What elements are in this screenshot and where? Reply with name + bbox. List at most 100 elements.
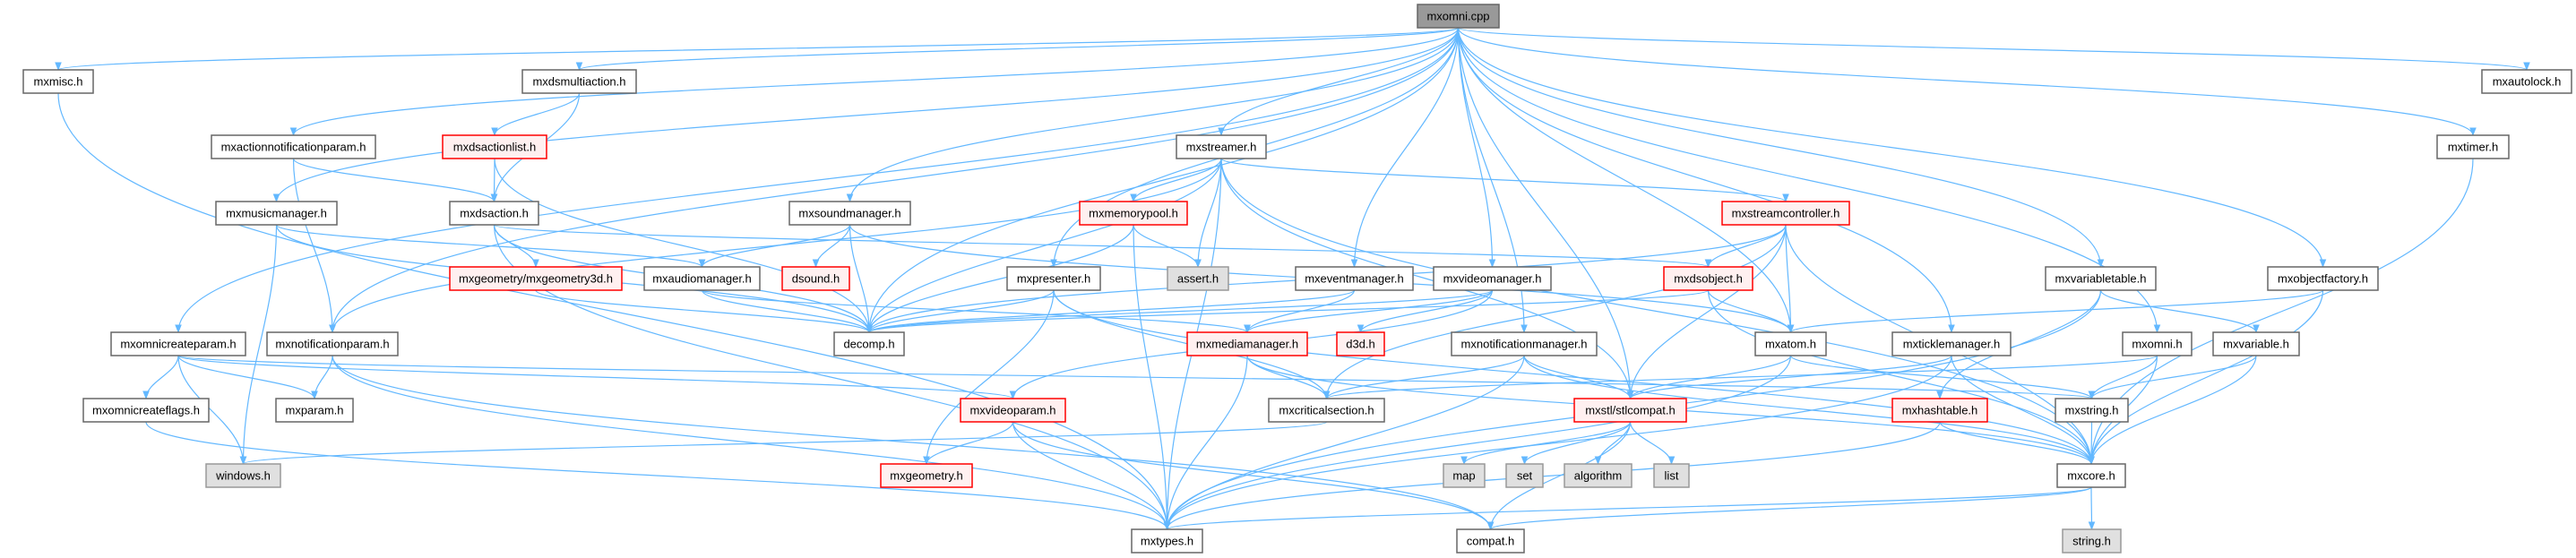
node-label: mxdsaction.h — [460, 207, 529, 220]
edge-mxaudiomanager-to-decomp — [701, 289, 873, 333]
node-label: algorithm — [1574, 469, 1622, 483]
edge-mxvideomanager-to-decomp — [866, 289, 1494, 333]
edge-mxstreamcontroller-to-mxatom — [1785, 224, 1795, 333]
node-label: mxhashtable.h — [1902, 404, 1978, 417]
edge-mxticklemanager-to-mxcore — [1951, 355, 2095, 465]
node-label: mxcriticalsection.h — [1279, 404, 1374, 417]
edge-mxhashtable-to-mxtypes — [1163, 421, 1941, 530]
node-mxomni_cpp[interactable]: mxomni.cpp — [1417, 4, 1500, 29]
node-box — [1186, 331, 1308, 356]
node-mxmisc[interactable]: mxmisc.h — [22, 69, 94, 94]
node-label: windows.h — [215, 469, 271, 483]
node-label: mxeventmanager.h — [1305, 272, 1404, 286]
node-mxvariable[interactable]: mxvariable.h — [2212, 331, 2300, 356]
node-mxdsactionlist[interactable]: mxdsactionlist.h — [442, 134, 547, 159]
node-mxobjectfactory[interactable]: mxobjectfactory.h — [2267, 266, 2379, 291]
node-box — [22, 69, 94, 94]
node-mxvideoparam[interactable]: mxvideoparam.h — [960, 398, 1066, 423]
edge-mxvideomanager-to-d3d — [1357, 289, 1494, 333]
edge-mxstreamer-to-decomp — [866, 158, 1222, 333]
node-mxcore[interactable]: mxcore.h — [2056, 463, 2126, 488]
node-compat[interactable]: compat.h — [1456, 528, 1525, 554]
node-label: mxmusicmanager.h — [226, 207, 327, 220]
node-label: mxstring.h — [2065, 404, 2119, 417]
node-label: mxmemorypool.h — [1089, 207, 1178, 220]
node-mxmusicmanager[interactable]: mxmusicmanager.h — [215, 201, 338, 226]
node-box — [1336, 331, 1385, 356]
edge-mxomni_cpp-to-mxomnicreateparam — [175, 27, 1460, 333]
node-box — [211, 134, 376, 159]
node-mxmemorypool[interactable]: mxmemorypool.h — [1079, 201, 1188, 226]
edge-mxstreamcontroller-to-mxstlcompat — [1626, 224, 1787, 399]
edge-mxnotificationmanager-to-mxtypes — [1163, 355, 1525, 530]
node-mxnotificationparam[interactable]: mxnotificationparam.h — [266, 331, 399, 356]
node-label: mxstreamer.h — [1186, 141, 1257, 154]
edge-mxomnicreateflags-to-mxtypes — [145, 421, 1171, 530]
node-label: mxautolock.h — [2493, 75, 2562, 89]
node-label: string.h — [2072, 535, 2111, 548]
node-label: mxdsmultiaction.h — [532, 75, 625, 89]
node-box — [521, 69, 637, 94]
node-mxstlcompat[interactable]: mxstl/stlcompat.h — [1573, 398, 1687, 423]
node-mxgeometry3d[interactable]: mxgeometry/mxgeometry3d.h — [449, 266, 623, 291]
edge-mxomni_cpp-to-mxdsmultiaction — [576, 27, 1460, 71]
node-mxhashtable[interactable]: mxhashtable.h — [1891, 398, 1988, 423]
node-mxdsaction[interactable]: mxdsaction.h — [449, 201, 539, 226]
node-mxticklemanager[interactable]: mxticklemanager.h — [1891, 331, 2012, 356]
node-mxvideomanager[interactable]: mxvideomanager.h — [1433, 266, 1552, 291]
node-dsound[interactable]: dsound.h — [781, 266, 850, 291]
edge-mxsoundmanager-to-dsound — [812, 224, 851, 268]
node-box — [275, 398, 354, 423]
node-label: mxstreamcontroller.h — [1732, 207, 1840, 220]
node-mxomnicreateflags[interactable]: mxomnicreateflags.h — [82, 398, 210, 423]
node-box — [1754, 331, 1827, 356]
node-label: mxnotificationmanager.h — [1461, 338, 1588, 351]
node-mxautolock[interactable]: mxautolock.h — [2481, 69, 2572, 94]
node-mxaudiomanager[interactable]: mxaudiomanager.h — [643, 266, 761, 291]
edge-mxvideoparam-to-mxgeometry — [923, 421, 1014, 465]
edge-mxgeometry3d-to-decomp — [535, 289, 873, 333]
node-box — [1573, 398, 1687, 423]
node-mxnotificationmanager[interactable]: mxnotificationmanager.h — [1451, 331, 1598, 356]
edge-mxvariable-to-mxstring — [2088, 355, 2257, 399]
node-box — [1079, 201, 1188, 226]
edge-mxstreamer-to-mxmemorypool — [1130, 158, 1222, 202]
edge-mxnotificationparam-to-compat — [332, 355, 1495, 530]
node-mxdsobject[interactable]: mxdsobject.h — [1663, 266, 1753, 291]
node-mxstreamcontroller[interactable]: mxstreamcontroller.h — [1721, 201, 1850, 226]
node-decomp[interactable]: decomp.h — [833, 331, 905, 356]
node-mxomnicreateparam[interactable]: mxomnicreateparam.h — [110, 331, 246, 356]
node-label: d3d.h — [1346, 338, 1375, 351]
node-mxmediamanager[interactable]: mxmediamanager.h — [1186, 331, 1308, 356]
node-label: dsound.h — [792, 272, 840, 286]
node-mxatom[interactable]: mxatom.h — [1754, 331, 1827, 356]
node-box — [449, 201, 539, 226]
edge-mxatom-to-mxstlcompat — [1626, 355, 1792, 399]
node-mxtypes[interactable]: mxtypes.h — [1131, 528, 1203, 554]
node-d3d[interactable]: d3d.h — [1336, 331, 1385, 356]
node-mxstreamer[interactable]: mxstreamer.h — [1176, 134, 1267, 159]
node-mxpresenter[interactable]: mxpresenter.h — [1006, 266, 1101, 291]
node-mxstring[interactable]: mxstring.h — [2055, 398, 2129, 423]
node-mxeventmanager[interactable]: mxeventmanager.h — [1295, 266, 1414, 291]
node-box — [1268, 398, 1385, 423]
node-string_h: string.h — [2062, 528, 2122, 554]
node-mxactionnotificationparam[interactable]: mxactionnotificationparam.h — [211, 134, 376, 159]
node-mxvariabletable[interactable]: mxvariabletable.h — [2045, 266, 2157, 291]
node-box — [2045, 266, 2157, 291]
node-mxparam[interactable]: mxparam.h — [275, 398, 354, 423]
node-label: mxparam.h — [285, 404, 343, 417]
edge-mxvideoparam-to-compat — [1012, 421, 1495, 530]
node-box — [2212, 331, 2300, 356]
edge-mxnotificationmanager-to-mxstlcompat — [1523, 355, 1634, 399]
node-mxsoundmanager[interactable]: mxsoundmanager.h — [788, 201, 911, 226]
node-mxgeometry[interactable]: mxgeometry.h — [880, 463, 973, 488]
edge-mxstreamer-to-mxstreamcontroller — [1220, 158, 1789, 202]
edge-mxomni_cpp-to-mxactionnotificationparam — [289, 27, 1460, 136]
node-box — [1433, 266, 1552, 291]
edge-mxdsaction-to-mxdsobject — [493, 224, 1711, 268]
node-mxomni_h[interactable]: mxomni.h — [2122, 331, 2193, 356]
node-mxdsmultiaction[interactable]: mxdsmultiaction.h — [521, 69, 637, 94]
node-mxcriticalsection[interactable]: mxcriticalsection.h — [1268, 398, 1385, 423]
node-mxtimer[interactable]: mxtimer.h — [2436, 134, 2510, 159]
